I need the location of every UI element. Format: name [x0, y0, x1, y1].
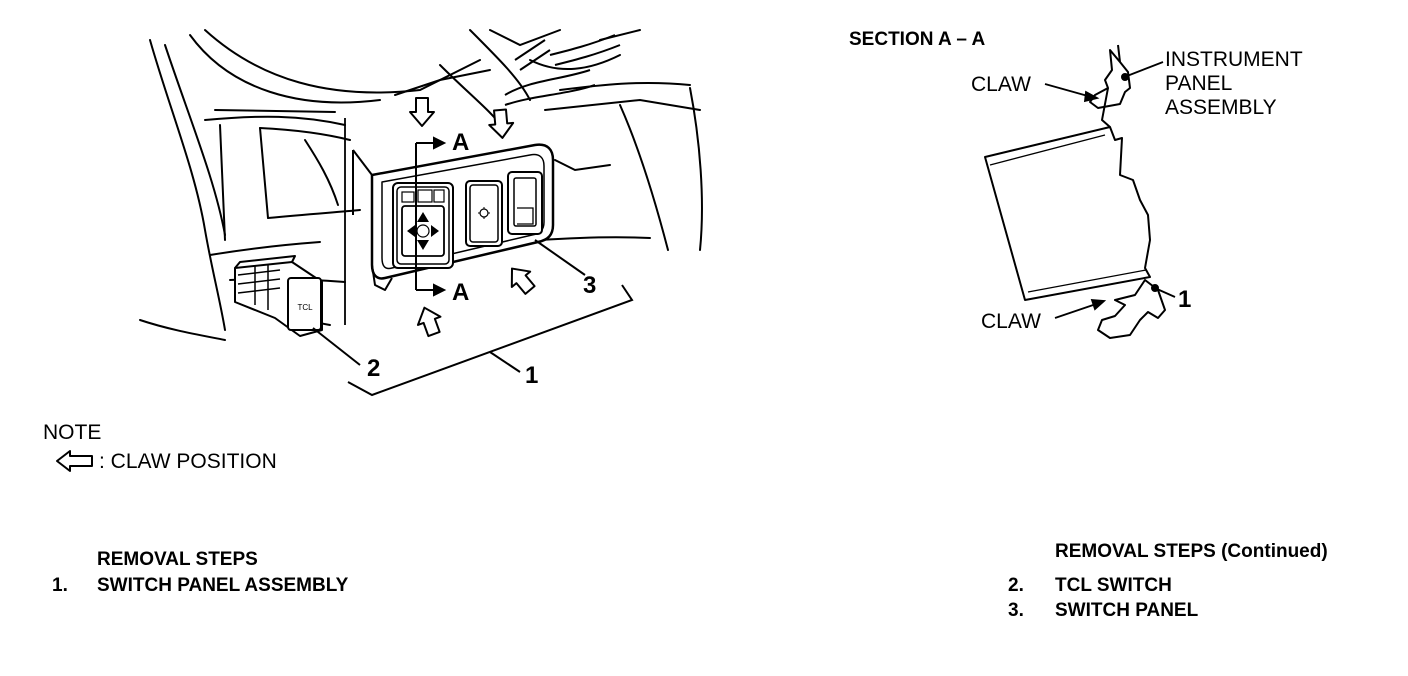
removal-step-label: SWITCH PANEL ASSEMBLY	[97, 575, 349, 596]
wire-harness	[504, 34, 621, 106]
callout-3-leader	[534, 239, 586, 276]
section-leaders	[1044, 61, 1176, 319]
blank-switch-slot	[507, 171, 543, 235]
claw-legend-arrow	[56, 450, 93, 472]
removal-steps-continued-heading: REMOVAL STEPS (Continued)	[1055, 541, 1328, 562]
instrument-panel-claw-detail	[1089, 44, 1131, 128]
section-marker-bottom: A	[452, 279, 470, 306]
section-callout-1: 1	[1178, 286, 1192, 313]
mirror-control-switch	[392, 182, 454, 269]
section-title: SECTION A – A	[849, 29, 986, 50]
tcl-button-text: TCL	[297, 303, 313, 312]
removal-step-number: 2.	[1008, 575, 1024, 596]
removal-step-label: TCL SWITCH	[1055, 575, 1172, 596]
removal-step-number: 3.	[1008, 600, 1024, 621]
callout-2-leader	[312, 327, 361, 366]
defogger-switch	[465, 180, 503, 247]
removal-step-label: SWITCH PANEL	[1055, 600, 1199, 621]
removal-step-number: 1.	[52, 575, 68, 596]
instrument-panel-label-2: PANEL	[1165, 72, 1233, 95]
instrument-panel-label-3: ASSEMBLY	[1165, 96, 1277, 119]
lower-claw-detail	[1097, 279, 1166, 339]
section-panel-body	[984, 126, 1151, 301]
note-title: NOTE	[43, 421, 102, 444]
claw-position-arrow	[409, 97, 435, 127]
tcl-switch-body	[234, 255, 323, 337]
section-marker-top: A	[452, 129, 470, 156]
callout-3: 3	[583, 272, 597, 299]
callout-1: 1	[525, 362, 539, 389]
claw-label-bottom: CLAW	[981, 310, 1041, 333]
claw-position-arrow	[412, 302, 447, 340]
claw-label-top: CLAW	[971, 73, 1031, 96]
removal-steps-heading: REMOVAL STEPS	[97, 549, 258, 570]
instrument-panel-label-1: INSTRUMENT	[1165, 48, 1303, 71]
section-cut-line	[415, 136, 447, 297]
callout-2: 2	[367, 355, 381, 382]
note-legend-text: : CLAW POSITION	[99, 450, 277, 473]
claw-position-arrow	[487, 107, 516, 140]
assembly-bracket	[347, 284, 634, 397]
claw-position-arrow	[501, 259, 541, 299]
